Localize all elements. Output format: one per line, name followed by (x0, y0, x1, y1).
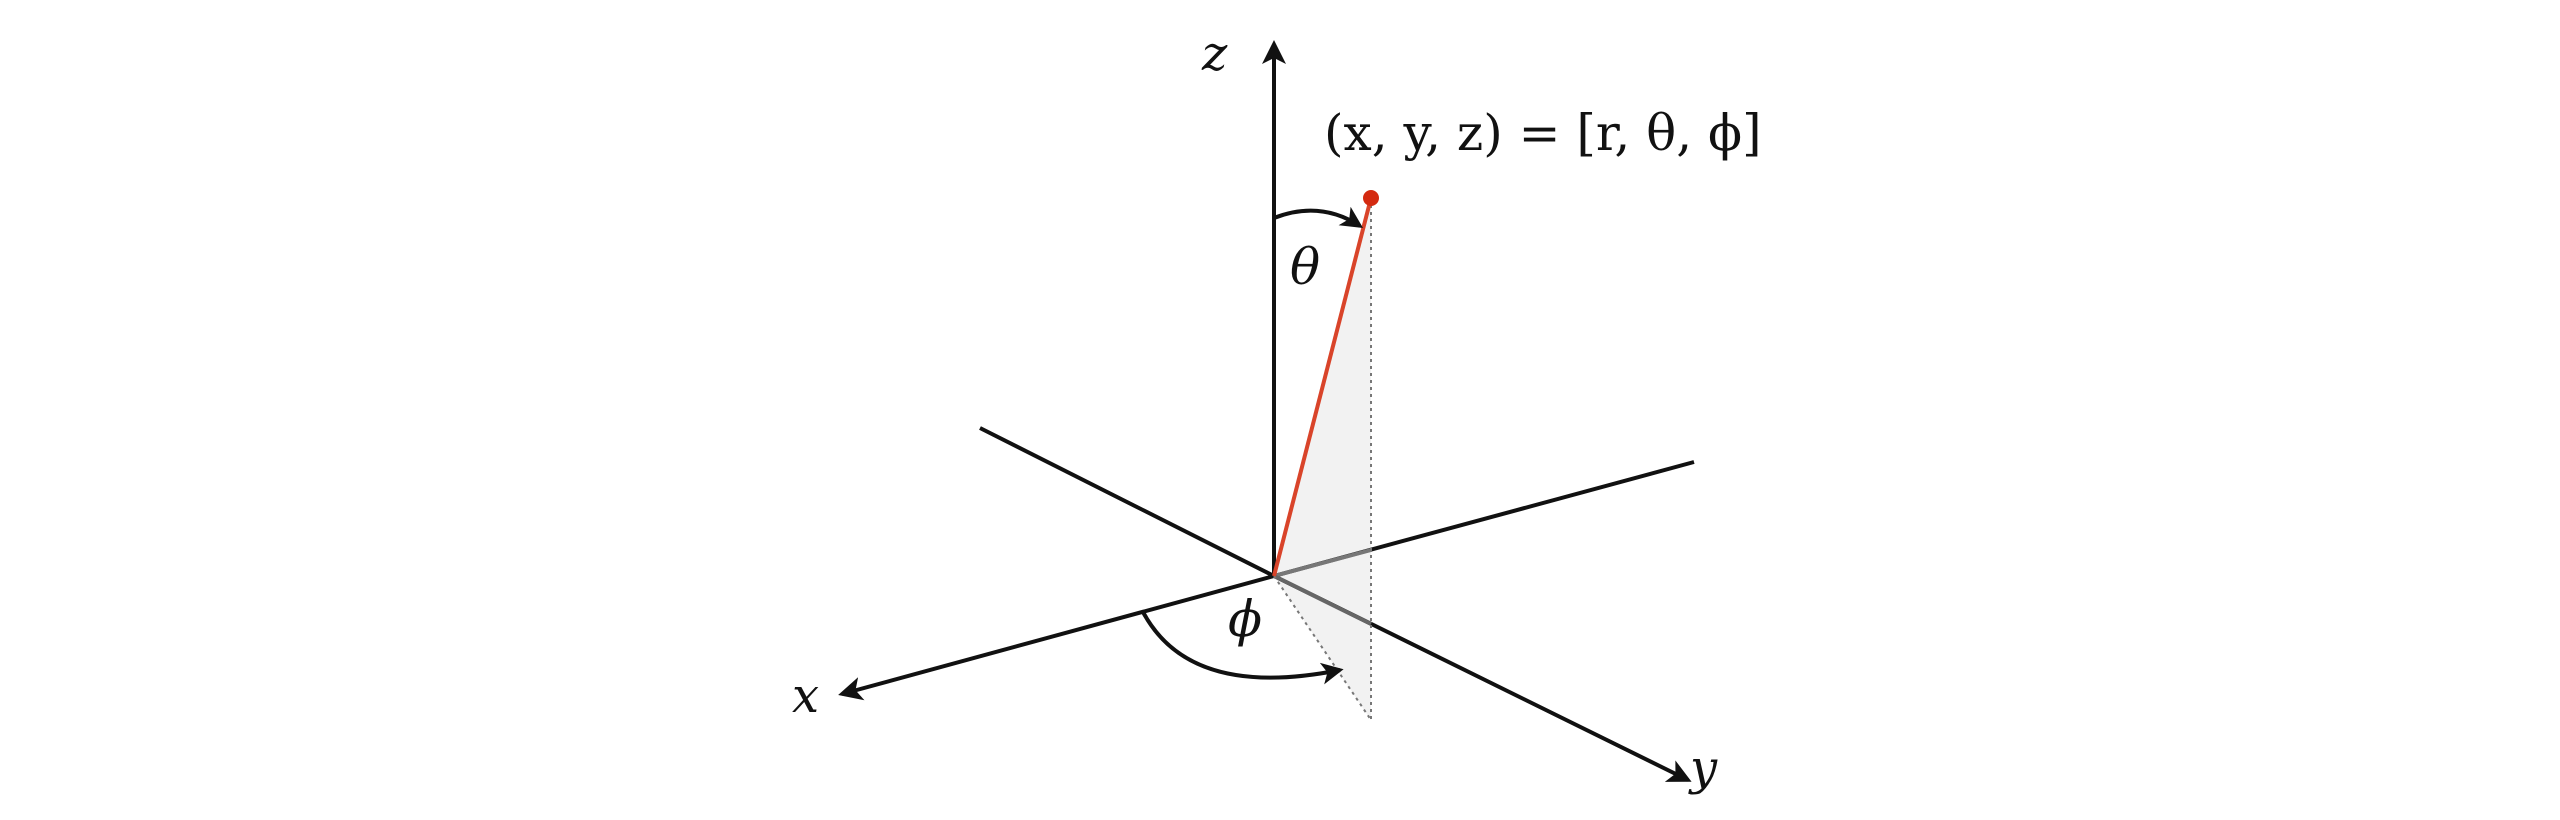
theta-arc (1273, 206, 1364, 228)
phi-arc (1141, 611, 1344, 685)
phi-label: ϕ (1228, 590, 1262, 648)
y-axis-behind-plane (1273, 548, 1372, 578)
x-axis-negative (979, 426, 1275, 578)
projection-plane (1274, 198, 1371, 720)
radius-vector (1272, 197, 1373, 577)
z-axis-label: z (1201, 26, 1228, 82)
y-axis-front-plane-overlay (1273, 574, 1372, 626)
y-axis-label: y (1688, 740, 1718, 796)
x-axis-label: x (792, 668, 819, 724)
x-axis (838, 574, 1275, 701)
point-marker (1363, 190, 1379, 206)
point-coordinates-label: (x, y, z) = [r, θ, ϕ] (1324, 104, 1762, 162)
theta-label: θ (1290, 238, 1320, 296)
horizontal-projection-dotted (1273, 575, 1372, 721)
